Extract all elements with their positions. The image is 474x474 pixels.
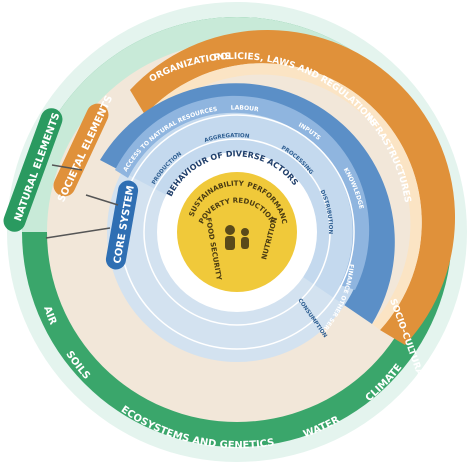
connector-arrows [45,164,119,239]
aggregation-label: AGGREGATION [204,133,250,144]
center-circle [177,172,297,292]
people-icon [225,225,249,250]
societal-arc-inner [145,63,422,330]
societal-arc [130,29,456,345]
labour-label: LABOUR [231,104,260,113]
